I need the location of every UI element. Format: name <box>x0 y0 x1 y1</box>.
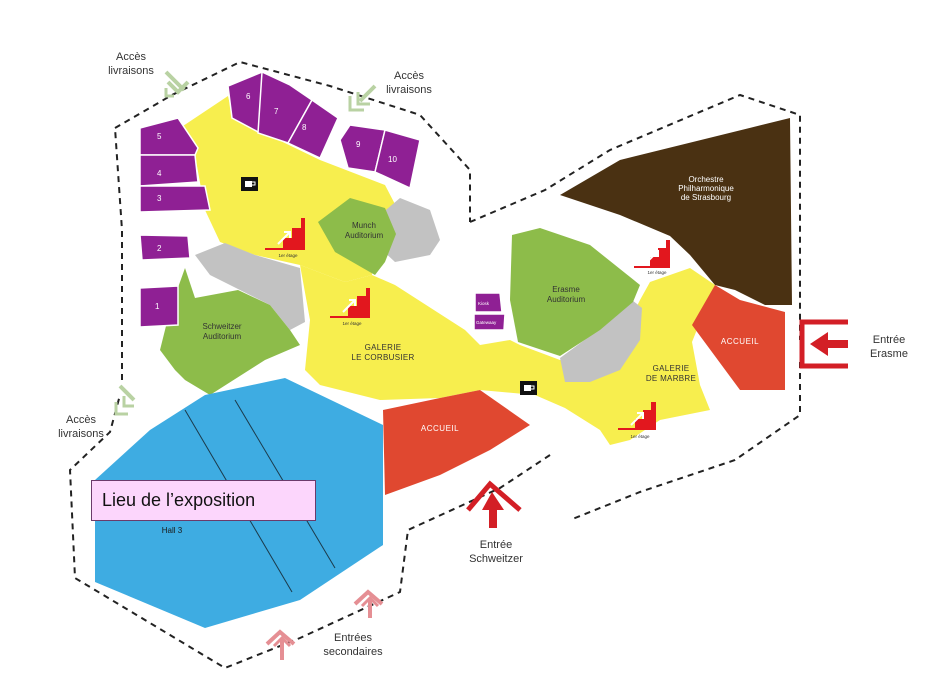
kiosk-label-b: Gatewaay <box>476 320 497 325</box>
stairs-icon: 1er étage <box>634 240 670 275</box>
room-label-5: 5 <box>157 132 162 141</box>
corbusier-label-2: LE CORBUSIER <box>351 353 414 362</box>
room-10 <box>374 129 421 190</box>
munch-label-1: Munch <box>352 221 376 230</box>
room-label-2: 2 <box>157 244 162 253</box>
entrees-secondaires-label-1: Entrées <box>334 632 372 644</box>
schweitzer-label-2: Auditorium <box>203 332 242 341</box>
stairs-icon: 1er étage <box>265 218 305 258</box>
stairs-icon: 1er étage <box>330 288 370 326</box>
room-label-10: 10 <box>388 155 397 164</box>
delivery-arrow-icon <box>114 384 136 416</box>
accueil-right-label: ACCUEIL <box>721 337 759 346</box>
gallery-labels: GALERIE LE CORBUSIER GALERIE DE MARBRE <box>351 343 696 383</box>
room-label-3: 3 <box>157 194 162 203</box>
stairs-icon: 1er étage <box>618 402 656 439</box>
entree-schweitzer-label-1: Entrée <box>480 539 512 551</box>
room-1 <box>139 285 179 328</box>
stairs-label-3: 1er étage <box>647 270 667 275</box>
corridor-corbusier <box>300 265 480 400</box>
room-4 <box>139 154 199 187</box>
schweitzer-auditorium-shape <box>160 268 300 395</box>
orchestra-area <box>560 118 792 305</box>
exposition-location-label: Lieu de l’exposition <box>91 480 316 521</box>
corridor-marbre <box>480 268 720 445</box>
accueil-center-label: ACCUEIL <box>421 424 459 433</box>
service-area-erasme <box>560 300 642 382</box>
room-label-9: 9 <box>356 140 361 149</box>
erasme-label-1: Erasme <box>552 285 580 294</box>
schweitzer-label-1: Schweitzer <box>202 322 241 331</box>
reception-areas <box>383 285 785 495</box>
munch-auditorium-shape <box>318 198 396 275</box>
cafe-icon <box>241 177 258 191</box>
room-5 <box>139 117 199 156</box>
stairs-label-1: 1er étage <box>278 253 298 258</box>
kiosk-label-a: Kiosk <box>478 301 490 306</box>
cafe-icon <box>520 381 537 395</box>
entrance-arrow-icon <box>799 319 848 369</box>
delivery-label-3b: livraisons <box>58 428 104 440</box>
orchestre-label-3: de Strasbourg <box>681 193 731 202</box>
accueil-center-shape <box>383 390 530 495</box>
room-8 <box>286 98 339 160</box>
room-3 <box>139 185 211 213</box>
delivery-label-2b: livraisons <box>386 84 432 96</box>
room-2 <box>139 234 191 261</box>
room-labels: 6 7 8 9 10 5 4 3 2 1 Kiosk Gatewaay <box>155 92 497 325</box>
secondary-entrance-arrow-icon <box>353 589 384 618</box>
stairs-label-4: 1er étage <box>630 434 650 439</box>
kiosk-b <box>473 313 506 331</box>
room-label-4: 4 <box>157 169 162 178</box>
room-label-7: 7 <box>274 107 279 116</box>
room-label-8: 8 <box>302 123 307 132</box>
entree-erasme-label-2: Erasme <box>870 348 908 360</box>
auditorium-labels: Munch Auditorium Schweitzer Auditorium E… <box>202 175 734 341</box>
room-label-6: 6 <box>246 92 251 101</box>
delivery-label-3a: Accès <box>66 414 96 426</box>
delivery-arrow-icon <box>348 84 377 112</box>
kiosk-a <box>474 292 503 313</box>
marbre-label-2: DE MARBRE <box>646 374 696 383</box>
erasme-label-2: Auditorium <box>547 295 586 304</box>
secondary-entrance-arrow-icon <box>265 629 296 660</box>
delivery-label-1b: livraisons <box>108 65 154 77</box>
orchestre-label-1: Orchestre <box>688 175 724 184</box>
orchestre-label-2: Philharmonique <box>678 184 734 193</box>
service-areas <box>195 198 642 382</box>
entree-erasme-label-1: Entrée <box>873 334 905 346</box>
accueil-right-shape <box>692 285 785 390</box>
auditoriums <box>160 198 640 395</box>
delivery-label-2a: Accès <box>394 70 424 82</box>
venue-boundary <box>68 60 801 670</box>
service-area-munch <box>380 198 440 262</box>
erasme-auditorium-shape <box>510 228 640 356</box>
hall-3-label: Hall 3 <box>162 526 183 535</box>
marbre-label-1: GALERIE <box>653 364 690 373</box>
delivery-arrow-icon <box>164 70 190 98</box>
external-labels: Accès livraisons Accès livraisons Accès … <box>58 51 908 658</box>
room-label-1: 1 <box>155 302 160 311</box>
entree-schweitzer-label-2: Schweitzer <box>469 553 523 565</box>
munch-label-2: Auditorium <box>345 231 384 240</box>
entrance-arrow-icon <box>466 480 522 528</box>
stairs-label-2: 1er étage <box>342 321 362 326</box>
rooms <box>139 70 506 331</box>
service-area-schweitzer <box>195 243 305 330</box>
delivery-label-1a: Accès <box>116 51 146 63</box>
entrees-secondaires-label-2: secondaires <box>323 646 383 658</box>
corbusier-label-1: GALERIE <box>365 343 402 352</box>
